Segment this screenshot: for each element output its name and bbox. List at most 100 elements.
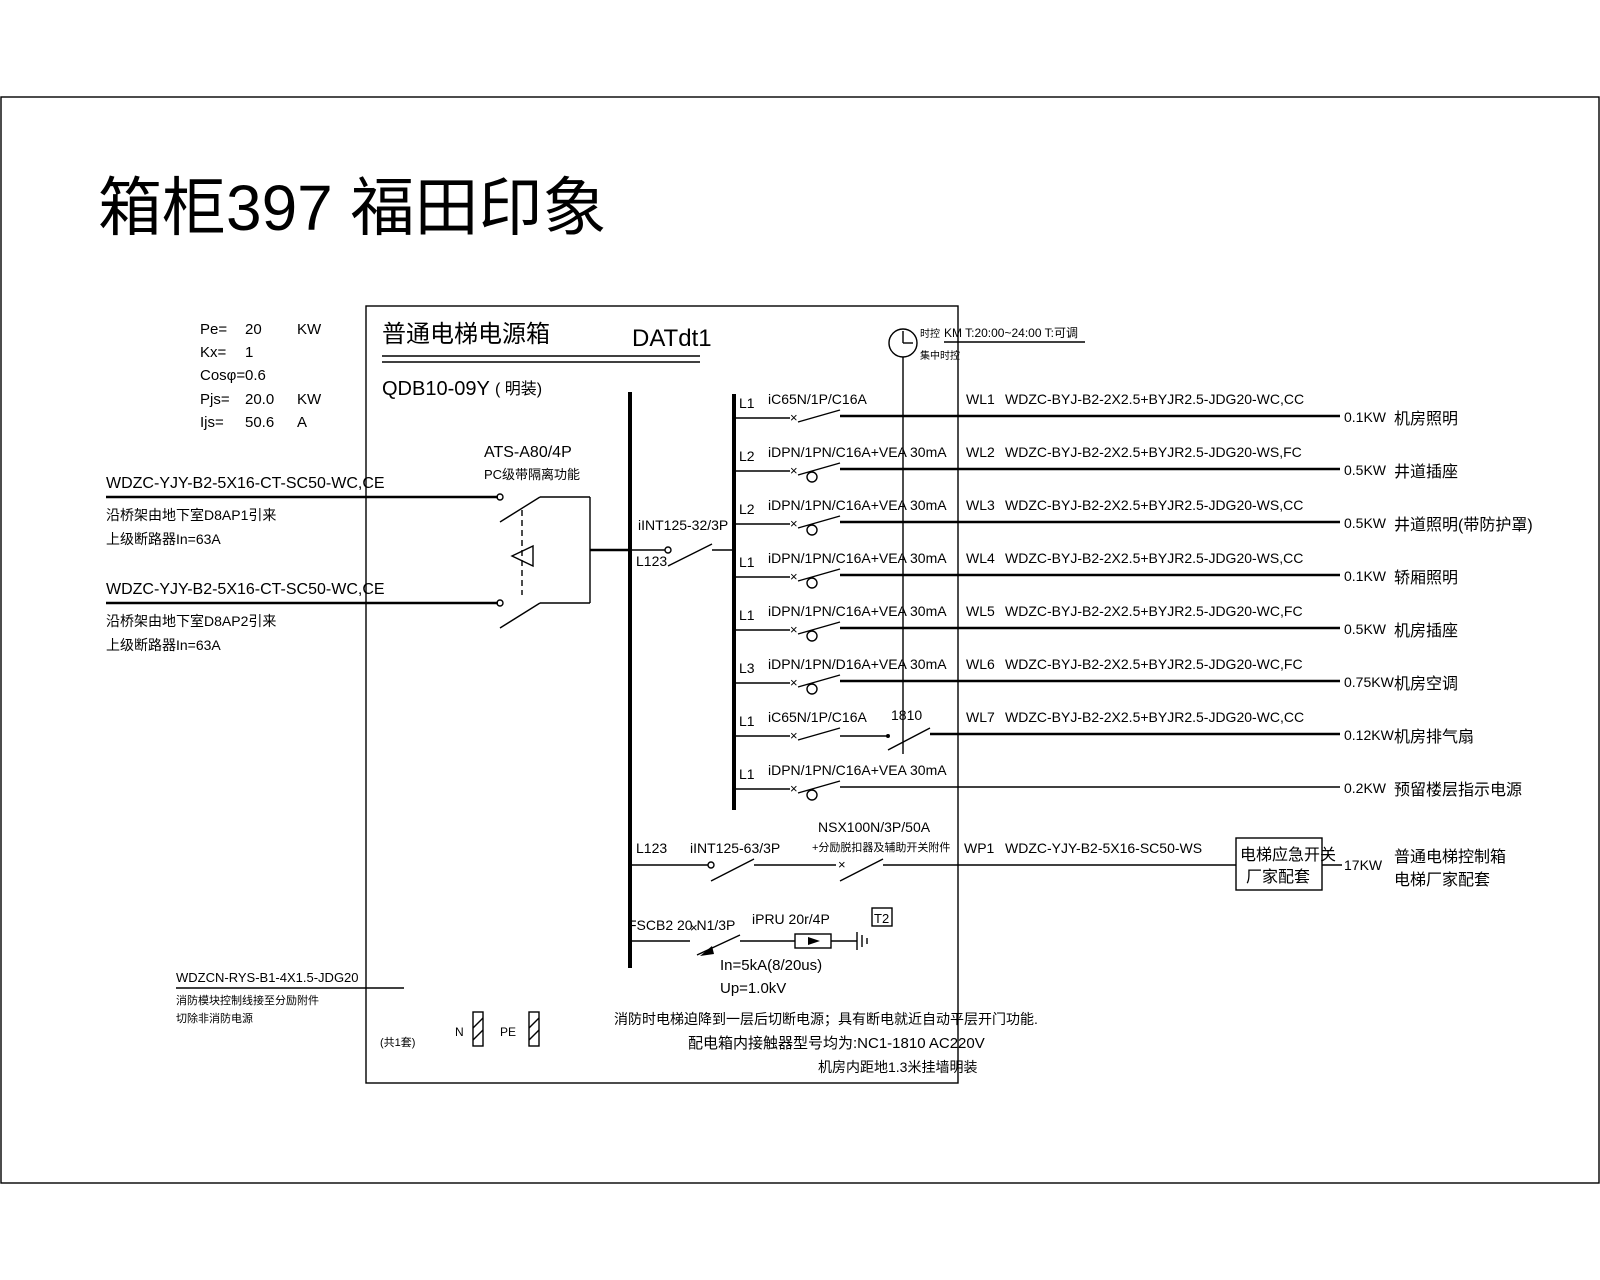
param-name: Cosφ=: [200, 367, 245, 384]
note-fire-landing: 消防时电梯迫降到一层后切断电源；具有断电就近自动平层开门功能.: [614, 1011, 1038, 1028]
param-unit: KW: [297, 321, 322, 338]
rcd-icon: [806, 683, 818, 695]
main-breaker-blade: [667, 543, 713, 567]
circuit-phase: L1: [739, 766, 755, 782]
box-code: DATdt1: [632, 325, 712, 352]
param-name: Ijs=: [200, 414, 224, 431]
feeder-phase: L123: [636, 840, 667, 856]
breaker-blade: [797, 621, 841, 635]
circuit-id: WL5: [966, 603, 995, 619]
circuit-desc: 机房照明: [1394, 410, 1458, 428]
circuit-phase: L1: [739, 395, 755, 411]
pe-bar-icon: [528, 1011, 540, 1047]
circuit-id: WL6: [966, 656, 995, 672]
spd-device-arrow: [808, 937, 820, 945]
circuit-breaker: iDPN/1PN/C16A+VEA 30mA: [768, 603, 947, 619]
main-breaker-contact: [664, 546, 672, 554]
fire-note-1: 消防模块控制线接至分励附件: [176, 993, 319, 1007]
main-breaker-model: iINT125-32/3P: [638, 517, 728, 533]
n-bar-hatch: [472, 1029, 484, 1041]
incomer-2-note: 沿桥架由地下室D8AP2引来: [106, 613, 276, 629]
timer-note: KM T:20:00~24:00 T:可调: [944, 326, 1078, 340]
spd-breaker: FSCB2 20 N1/3P: [628, 917, 735, 933]
main-breaker-phase: L123: [636, 553, 667, 569]
note-mounting: 机房内距地1.3米挂墙明装: [818, 1059, 977, 1075]
spd-tag: T2: [874, 911, 889, 926]
contactor-label: 1810: [891, 707, 922, 723]
spd-model: iPRU 20r/4P: [752, 911, 830, 927]
spd-tag-box: [871, 907, 893, 927]
circuit-breaker: iDPN/1PN/C16A+VEA 30mA: [768, 444, 947, 460]
circuit-phase: L1: [739, 607, 755, 623]
circuit-desc: 预留楼层指示电源: [1394, 781, 1522, 799]
breaker-blade: [797, 462, 841, 476]
param-unit: A: [297, 414, 307, 431]
rcd-icon: [806, 789, 818, 801]
circuit-load: 0.1KW: [1344, 568, 1387, 584]
box-name: 普通电梯电源箱: [382, 321, 550, 348]
feeder-desc: 普通电梯控制箱: [1394, 848, 1506, 866]
circuit-desc: 机房插座: [1394, 622, 1458, 640]
spd-up: Up=1.0kV: [720, 980, 786, 997]
feeder-circuit: WP1: [964, 840, 995, 856]
circuit-load: 0.5KW: [1344, 515, 1387, 531]
circuit-cable: WDZC-BYJ-B2-2X2.5+BYJR2.5-JDG20-WS,CC: [1005, 497, 1303, 513]
contactor-blade: [887, 727, 931, 751]
breaker-blade: [797, 409, 841, 423]
rcd-icon: [806, 630, 818, 642]
breaker-mark: ×: [790, 622, 798, 637]
incomer-1-note: 沿桥架由地下室D8AP1引来: [106, 507, 276, 523]
emergency-switch-box: [1235, 837, 1323, 891]
n-bar-hatch: [472, 1017, 484, 1029]
circuit-desc: 井道照明(带防护罩): [1394, 516, 1533, 534]
n-bar-icon: [472, 1011, 484, 1047]
feeder-load: 17KW: [1344, 857, 1383, 873]
incomer-1-cable: WDZC-YJY-B2-5X16-CT-SC50-WC,CE: [106, 475, 385, 492]
feeder-breaker-note: +分励脱扣器及辅助开关附件: [812, 840, 950, 854]
rcd-icon: [806, 471, 818, 483]
ats-blade: [499, 496, 541, 523]
ats-blade: [499, 602, 541, 629]
pe-bar-label: PE: [500, 1025, 516, 1039]
fire-cable: WDZCN-RYS-B1-4X1.5-JDG20: [176, 970, 359, 985]
circuit-desc: 机房排气扇: [1394, 728, 1474, 746]
timer-label-2: 集中时控: [920, 349, 960, 362]
ats-actuator-icon: [510, 544, 534, 568]
param-value: 0.6: [245, 367, 266, 384]
circuit-load: 0.1KW: [1344, 409, 1387, 425]
emergency-switch-label-2: 厂家配套: [1246, 868, 1310, 886]
pe-bar-hatch: [528, 1017, 540, 1029]
breaker-mark: ×: [790, 675, 798, 690]
incomer-1-breaker: 上级断路器In=63A: [106, 531, 221, 547]
load-parameters: Pe= 20 KW Kx= 1 Cosφ= 0.6 Pjs= 20.0 KW I…: [200, 321, 322, 431]
box-model: QDB10-09Y: [382, 378, 490, 400]
circuit-breaker: iDPN/1PN/C16A+VEA 30mA: [768, 497, 947, 513]
circuit-breaker: iDPN/1PN/D16A+VEA 30mA: [768, 656, 947, 672]
feeder-breaker: NSX100N/3P/50A: [818, 819, 931, 835]
param-name: Pe=: [200, 321, 227, 338]
circuit-breaker: iC65N/1P/C16A: [768, 391, 867, 407]
circuit-phase: L1: [739, 554, 755, 570]
timer-label: 时控: [920, 327, 940, 340]
circuit-phase: L2: [739, 501, 755, 517]
circuit-load: 0.12KW: [1344, 727, 1395, 743]
breaker-blade: [797, 568, 841, 582]
ats-contact: [496, 599, 504, 607]
pe-bar-hatch: [528, 1029, 540, 1041]
circuit-cable: WDZC-BYJ-B2-2X2.5+BYJR2.5-JDG20-WC,CC: [1005, 709, 1304, 725]
circuit-load: 0.2KW: [1344, 780, 1387, 796]
box-mount: ( 明装): [495, 380, 542, 398]
circuit-load: 0.5KW: [1344, 621, 1387, 637]
feeder-isolator-blade: [710, 858, 755, 882]
feeder-isolator: iINT125-63/3P: [690, 840, 780, 856]
circuit-load: 0.5KW: [1344, 462, 1387, 478]
param-value: 20.0: [245, 391, 274, 408]
breaker-mark: ×: [790, 781, 798, 796]
spd-in: In=5kA(8/20us): [720, 957, 822, 974]
circuit-id: WL3: [966, 497, 995, 513]
circuit-id: WL1: [966, 391, 995, 407]
breaker-mark: ×: [790, 569, 798, 584]
n-bar-label: N: [455, 1025, 464, 1039]
param-unit: KW: [297, 391, 322, 408]
